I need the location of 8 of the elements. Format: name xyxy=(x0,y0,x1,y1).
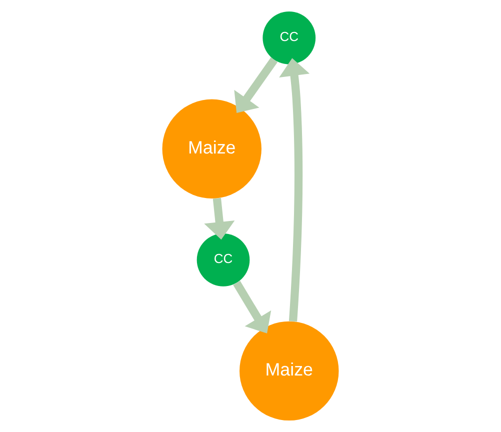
arrow xyxy=(204,198,235,240)
node-circle: Maize xyxy=(162,99,262,199)
arrow xyxy=(279,58,310,322)
arrow xyxy=(234,57,278,114)
node-circle: CC xyxy=(262,11,316,64)
node-circle: Maize xyxy=(240,321,339,421)
node-circle: CC xyxy=(196,233,250,286)
arrow xyxy=(233,280,272,334)
